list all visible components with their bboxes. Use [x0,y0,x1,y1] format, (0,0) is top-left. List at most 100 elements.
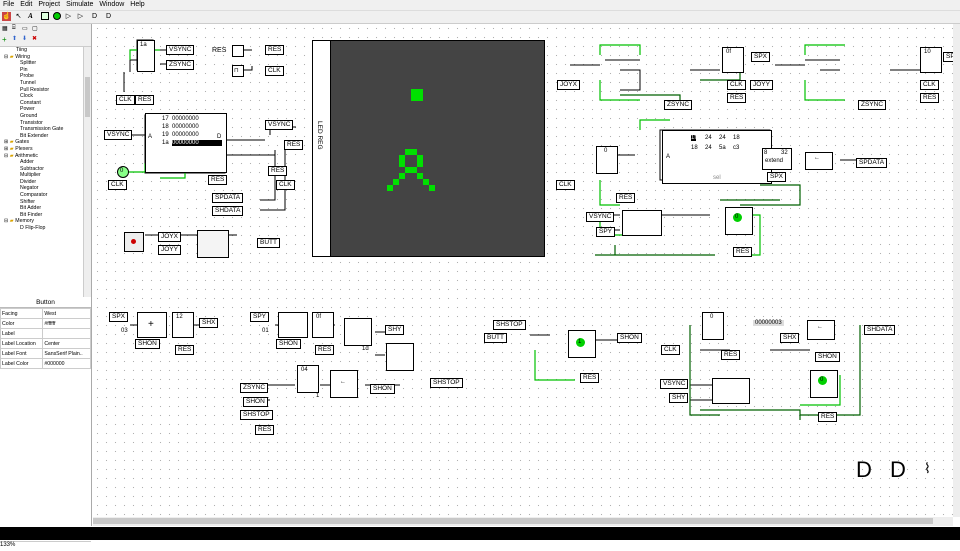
tree-item[interactable]: Transmission Gate [20,126,64,133]
tunnel-shon[interactable]: SHON [276,339,301,349]
tree-item[interactable]: Subtractor [20,165,44,172]
tunnel-res[interactable]: RES [733,247,753,257]
tree-scrollbar[interactable] [83,47,91,297]
tunnel-clk[interactable]: CLK [920,80,939,90]
menu-edit[interactable]: Edit [20,1,33,8]
tunnel-vsync[interactable]: VSYNC [586,212,615,222]
tunnel-joyx[interactable]: JOYX [158,232,181,242]
tree-item[interactable]: Multiplier [20,172,41,179]
tunnel-clk[interactable]: CLK [108,180,127,190]
tunnel-shstop[interactable]: SHSTOP [493,320,526,330]
tunnel-spx[interactable]: SPX [767,172,787,182]
tunnel-shon[interactable]: SHON [135,339,160,349]
move-down-icon[interactable]: ⬇ [22,36,28,42]
scroll-thumb[interactable] [93,518,933,524]
tree-item[interactable]: Bit Extender [20,132,49,139]
tunnel-vsync[interactable]: VSYNC [660,379,689,389]
tunnel-clk[interactable]: CLK [116,95,135,105]
tunnel-shon[interactable]: SHON [243,397,268,407]
tree-folder-gates[interactable]: ⊞ ▰ Gates [4,139,30,146]
toolbox-icon[interactable]: ▦ [2,26,8,32]
horizontal-scrollbar[interactable] [93,517,953,526]
tunnel-shstop[interactable]: SHSTOP [240,410,273,420]
resistor-icon[interactable]: ⌇ [924,460,931,476]
tree-item[interactable]: Tunnel [20,79,36,86]
tunnel-shy[interactable]: SHY [385,325,405,335]
button-array[interactable] [197,230,229,258]
tunnel-zsync[interactable]: ZSYNC [664,100,693,110]
tunnel-shdata[interactable]: SHDATA [212,206,244,216]
tunnel-res[interactable]: RES [580,373,600,383]
joystick[interactable] [124,232,144,252]
tree-item[interactable]: Negator [20,185,39,192]
tunnel-res[interactable]: RES [175,345,195,355]
tunnel-butt[interactable]: BUTT [484,333,507,343]
subtractor[interactable] [278,312,308,338]
tunnel-shx[interactable]: SHX [780,333,800,343]
tree-folder-arithmetic[interactable]: ⊟ ▰ Arithmetic [4,152,39,159]
joystick-knob-icon[interactable] [131,239,136,244]
tree-item[interactable]: Divider [20,178,37,185]
tunnel-butt[interactable]: BUTT [257,238,280,248]
tunnel-res[interactable]: RES [208,175,228,185]
rom-sprite[interactable]: A D 17 18 19 1a 00000000 00000000 000000… [145,113,227,173]
tunnel-spy[interactable]: SPY [250,312,270,322]
tunnel-shx[interactable]: SHX [199,318,219,328]
tunnel-spdata[interactable]: SPDATA [212,193,244,203]
tree-item[interactable]: Comparator [20,192,48,199]
tunnel-zsync[interactable]: ZSYNC [166,60,195,70]
simulate-play-icon[interactable]: ▷ [65,13,72,20]
ram-flip-flop[interactable]: 0 [596,146,618,174]
tunnel-vsync[interactable]: VSYNC [166,45,195,55]
bit-extender[interactable] [344,318,372,346]
tunnel-shon[interactable]: SHON [617,333,642,343]
tunnel-shdata[interactable]: SHDATA [864,325,896,335]
tunnel-vsync[interactable]: VSYNC [265,120,294,130]
tunnel-spx[interactable]: SPX [751,52,771,62]
d-flip-flop[interactable]: 0 [810,370,838,398]
shifter[interactable]: ← [330,370,358,398]
tunnel-spy[interactable]: SPY [943,52,960,62]
tree-folder-memory[interactable]: ⊟ ▰ Memory [4,218,34,225]
layout-icon[interactable]: ▭ [22,26,28,32]
tunnel-res[interactable]: RES [727,93,747,103]
shifter[interactable]: ← [807,320,835,340]
tunnel-clk[interactable]: CLK [727,80,746,90]
comparator[interactable] [712,378,750,404]
tree-item[interactable]: Probe [20,73,34,80]
tree-folder-wiring[interactable]: ⊟ ▰ Wiring [4,53,30,60]
tunnel-clk[interactable]: CLK [276,180,295,190]
tree-item[interactable]: Shifter [20,198,35,205]
tree-item[interactable]: Constant [20,99,41,106]
tunnel-res[interactable]: RES [818,412,838,422]
tunnel-clk[interactable]: CLK [556,180,575,190]
tunnel-spdata[interactable]: SPDATA [856,158,888,168]
shifter[interactable]: ← [805,152,833,170]
clock-source[interactable]: ⊓ [232,65,244,77]
tunnel-spx[interactable]: SPX [109,312,129,322]
tunnel-res[interactable]: RES [135,95,155,105]
or-gate-icon[interactable]: D [105,13,112,20]
poke-tool-icon[interactable]: ☝ [2,12,11,21]
menu-help[interactable]: Help [130,1,145,8]
simulation-icon[interactable]: ⌸ [12,25,16,31]
tunnel-res[interactable]: RES [268,166,288,176]
tunnel-res[interactable]: RES [920,93,940,103]
res-button[interactable] [232,45,244,57]
tunnel-joyy[interactable]: JOYY [750,80,773,90]
and-gate-icon[interactable]: D [91,13,98,20]
zoom-level[interactable]: 133% [0,541,91,551]
add-input-pin-icon[interactable] [40,12,49,21]
tree-item[interactable]: Pull Resistor [20,86,50,93]
tree-item[interactable]: Adder [20,159,34,166]
menu-project[interactable]: Project [38,1,61,8]
delete-icon[interactable]: ✖ [32,36,38,42]
tree-item[interactable]: Pin [20,66,28,73]
menu-window[interactable]: Window [99,1,125,8]
ram-flip-flop[interactable]: 0 [702,312,724,340]
add-output-pin-icon[interactable] [52,12,61,21]
tunnel-res[interactable]: RES [284,140,304,150]
tree-item[interactable]: Splitter [20,60,37,67]
tree-item[interactable]: Ground [20,112,38,119]
